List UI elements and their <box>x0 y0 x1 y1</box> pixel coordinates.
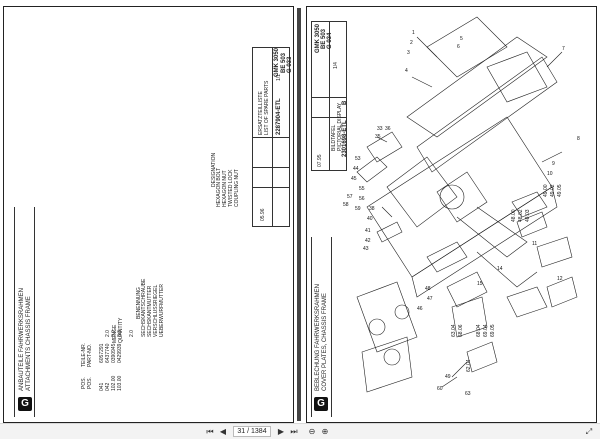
callout-label: 8 <box>577 136 580 142</box>
row-name-de: UEBERWURFMUTTER <box>159 284 165 337</box>
callout-label: 12 <box>557 276 563 282</box>
callout-label: 40 <box>367 216 373 222</box>
vertical-callout: 63.04 <box>451 324 457 337</box>
vertical-callout: 49.02 <box>550 184 556 197</box>
callout-label: 49 <box>445 374 451 380</box>
callout-label: 36 <box>385 126 391 132</box>
vertical-callout: 48.02 <box>518 209 524 222</box>
callout-label: 44 <box>353 166 359 172</box>
callout-label: 58 <box>343 202 349 208</box>
page-spare-parts-list: GMK 3050 BE 503 G 033 ERSATZTEILLISTE LI… <box>3 6 294 423</box>
zoom-out-icon[interactable]: ⊖ <box>308 427 316 436</box>
callout-label: 55 <box>359 186 365 192</box>
model-label: GMK 3050 <box>274 47 280 77</box>
zoom-in-icon[interactable]: ⊕ <box>321 427 329 436</box>
callout-label: 43 <box>363 246 369 252</box>
callout-label: 5 <box>460 36 463 42</box>
callout-label: 15 <box>477 281 483 287</box>
page-indicator[interactable]: 31 / 1384 <box>233 426 271 437</box>
callout-label: 10 <box>547 171 553 177</box>
callout-label: 2 <box>410 40 413 46</box>
exploded-view-drawing <box>356 16 578 393</box>
callout-label: 4 <box>405 68 408 74</box>
prev-page-icon[interactable]: ◀ <box>219 427 227 436</box>
first-page-icon[interactable]: ⏮ <box>206 427 214 436</box>
vertical-callout: 62.04 <box>466 359 472 372</box>
row-name-en: COUPLING NUT <box>234 169 240 207</box>
callout-label: 57 <box>347 194 353 200</box>
callout-label: 63 <box>465 391 471 397</box>
sheet-number: 1/1 <box>276 74 282 81</box>
next-page-icon[interactable]: ▶ <box>277 427 285 436</box>
row-qty: 2.0 <box>129 330 135 337</box>
callout-label: 47 <box>427 296 433 302</box>
callout-label: 11 <box>532 241 538 247</box>
viewer-toolbar: ⏮ ◀ 31 / 1384 ▶ ⏭ ⊖ ⊕ ⤢ <box>0 423 600 439</box>
row-qty: 8.0 <box>117 330 123 337</box>
row-part-no: 0429939 <box>117 343 123 363</box>
vertical-callout: 68.06 <box>458 324 464 337</box>
callout-label: 42 <box>365 238 371 244</box>
page-pictorial-display: GMK 3050 BE 503 G 034 BILDTAFEL PICTORIA… <box>306 6 597 423</box>
vertical-callout: 49.05 <box>557 184 563 197</box>
callout-label: 7 <box>562 46 565 52</box>
footer-title-de: ANBAUTEILE FAHRWERKSRAHMEN <box>19 288 25 391</box>
fullscreen-icon[interactable]: ⤢ <box>585 427 593 436</box>
callout-label: 33 <box>377 126 383 132</box>
pos-header-en: POS. <box>87 377 93 389</box>
vertical-callout: 69.05 <box>490 324 496 337</box>
callout-label: 1 <box>412 30 415 36</box>
vertical-callout: 49.00 <box>543 184 549 197</box>
page-gutter <box>297 8 301 421</box>
vertical-callout: 48.00 <box>511 209 517 222</box>
callout-label: 38 <box>369 206 375 212</box>
callout-label: 14 <box>497 266 503 272</box>
doc-title-line2: LIST OF SPARE PARTS <box>264 80 270 135</box>
callout-label: 45 <box>351 176 357 182</box>
callout-label: 9 <box>552 161 555 167</box>
callout-label: 6 <box>457 44 460 50</box>
callout-label: 60 <box>437 386 443 392</box>
vertical-callout: 68.04 <box>476 324 482 337</box>
part-no-header-en: PART-NO. <box>87 343 93 367</box>
callout-label: 53 <box>355 156 361 162</box>
callout-label: 35 <box>375 134 381 140</box>
vertical-callout: 48.03 <box>525 209 531 222</box>
callout-label: 3 <box>407 50 410 56</box>
company-logo: G <box>18 397 32 411</box>
doc-number: 2287904-ETL <box>276 98 282 135</box>
vertical-callout: 69.04 <box>483 324 489 337</box>
callout-label: 48 <box>425 286 431 292</box>
callout-label: 41 <box>365 228 371 234</box>
company-logo: G <box>314 397 328 411</box>
date-label: 05.96 <box>260 208 266 221</box>
group-label: G 033 <box>287 56 293 73</box>
footer-title-en: ATTACHMENTS CHASSIS FRAME <box>26 296 32 391</box>
last-page-icon[interactable]: ⏭ <box>290 427 298 436</box>
row-pos: 103.00 <box>117 375 123 391</box>
callout-label: 46 <box>417 306 423 312</box>
callout-label: 56 <box>359 196 365 202</box>
callout-label: 59 <box>355 206 361 212</box>
